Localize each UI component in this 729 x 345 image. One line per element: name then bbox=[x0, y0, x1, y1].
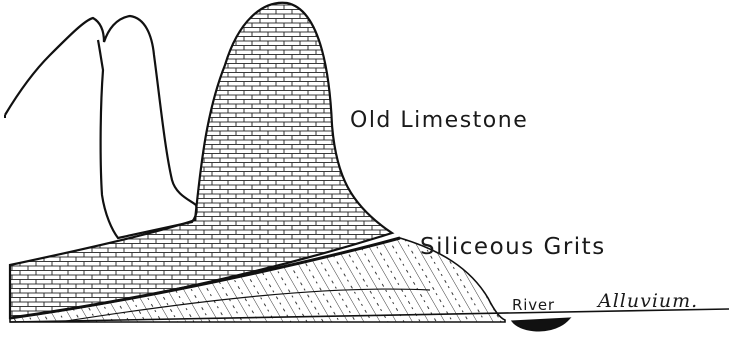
label-old-limestone: Old Limestone bbox=[350, 108, 528, 133]
pinnacle-outline bbox=[5, 16, 197, 238]
label-siliceous-grits: Siliceous Grits bbox=[420, 234, 606, 260]
river-channel bbox=[512, 318, 570, 331]
label-river: River bbox=[512, 296, 555, 314]
label-alluvium: Alluvium. bbox=[596, 290, 698, 312]
